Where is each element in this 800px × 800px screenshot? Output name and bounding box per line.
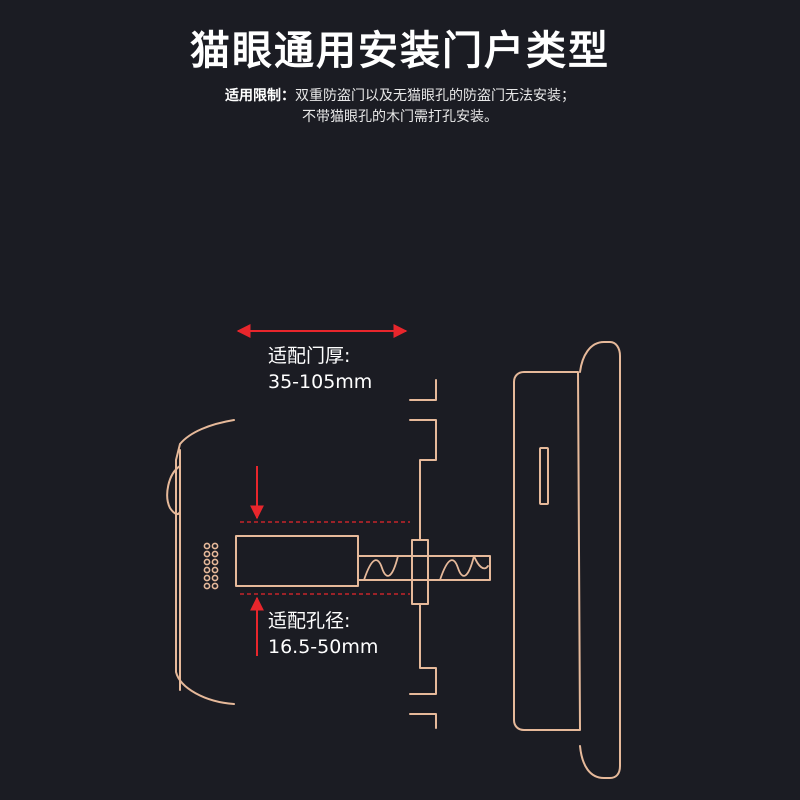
- page-title: 猫眼通用安装门户类型: [190, 28, 610, 74]
- usage-note-line-1: 适用限制：双重防盗门以及无猫眼孔的防盗门无法安装；: [0, 86, 800, 107]
- hole-diameter-label: 适配孔径: 16.5-50mm: [268, 608, 378, 660]
- outdoor-camera-housing: [513, 371, 581, 731]
- outer-flange: [411, 539, 429, 605]
- usage-note-text-1: 双重防盗门以及无猫眼孔的防盗门无法安装；: [295, 88, 575, 104]
- peephole-barrel: [235, 535, 359, 587]
- door-thickness-value: 35-105mm: [268, 371, 373, 393]
- flange-inner-line: [409, 603, 437, 729]
- hole-diameter-title: 适配孔径:: [268, 610, 351, 632]
- indoor-viewer-lens-bulge: [166, 465, 181, 516]
- speaker-grille: [203, 542, 219, 590]
- camera-slot: [539, 447, 549, 505]
- usage-note: 适用限制：双重防盗门以及无猫眼孔的防盗门无法安装； 不带猫眼孔的木门需打孔安装。: [0, 86, 800, 128]
- outdoor-camera-faceplate: [579, 341, 621, 779]
- hole-diameter-value: 16.5-50mm: [268, 636, 379, 658]
- screw-thread: [363, 555, 489, 581]
- door-thickness-title: 适配门厚:: [268, 345, 351, 367]
- usage-note-label: 适用限制：: [225, 88, 295, 104]
- upper-bracket: [409, 379, 437, 541]
- mounting-screw: [357, 555, 491, 581]
- usage-note-line-2: 不带猫眼孔的木门需打孔安装。: [302, 109, 498, 125]
- indoor-viewer-housing: [175, 419, 235, 705]
- door-thickness-label: 适配门厚: 35-105mm: [268, 343, 372, 395]
